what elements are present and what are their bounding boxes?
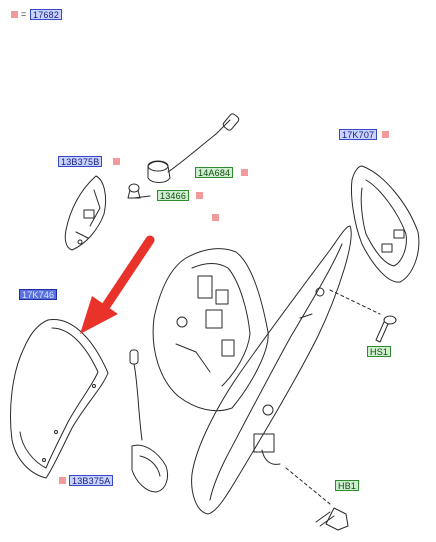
highlight-arrow-icon — [80, 235, 155, 334]
callout-motor-bracket[interactable]: 13B375B — [58, 156, 103, 167]
marker-bulb-socket-icon — [196, 192, 203, 199]
motor-bracket-part[interactable] — [64, 175, 107, 251]
mirror-cap-part[interactable] — [10, 319, 109, 479]
header-code[interactable]: 17682 — [30, 9, 63, 20]
marker-housing-icon — [212, 214, 219, 221]
mirror-base-cover-part[interactable] — [351, 165, 420, 283]
bulb-socket-part[interactable] — [127, 183, 151, 199]
callout-harness-connector[interactable]: 14A684 — [195, 167, 234, 178]
callout-mirror-cap[interactable]: 17K746 — [19, 289, 58, 300]
marker-mirror-base-cover-icon — [382, 131, 389, 138]
callout-mirror-base-cover[interactable]: 17K707 — [339, 129, 378, 140]
mirror-housing-part[interactable] — [152, 248, 269, 412]
marker-lamp-harness-icon — [59, 477, 66, 484]
header-equals: = — [21, 9, 27, 19]
screw-hs1-part[interactable] — [329, 289, 397, 343]
mirror-glass-bracket-part[interactable] — [191, 225, 352, 515]
harness-connector-part[interactable] — [147, 113, 240, 183]
marker-harness-connector-icon — [241, 169, 248, 176]
callout-lamp-harness[interactable]: 13B375A — [69, 475, 114, 486]
callout-bulb-socket[interactable]: 13466 — [157, 190, 190, 201]
callout-bolt-hb1[interactable]: HB1 — [335, 480, 360, 491]
header-marker-icon — [11, 11, 18, 18]
callout-screw-hs1[interactable]: HS1 — [367, 346, 392, 357]
lamp-harness-part[interactable] — [129, 349, 169, 493]
bolt-hb1-part[interactable] — [285, 467, 349, 531]
marker-motor-bracket-icon — [113, 158, 120, 165]
